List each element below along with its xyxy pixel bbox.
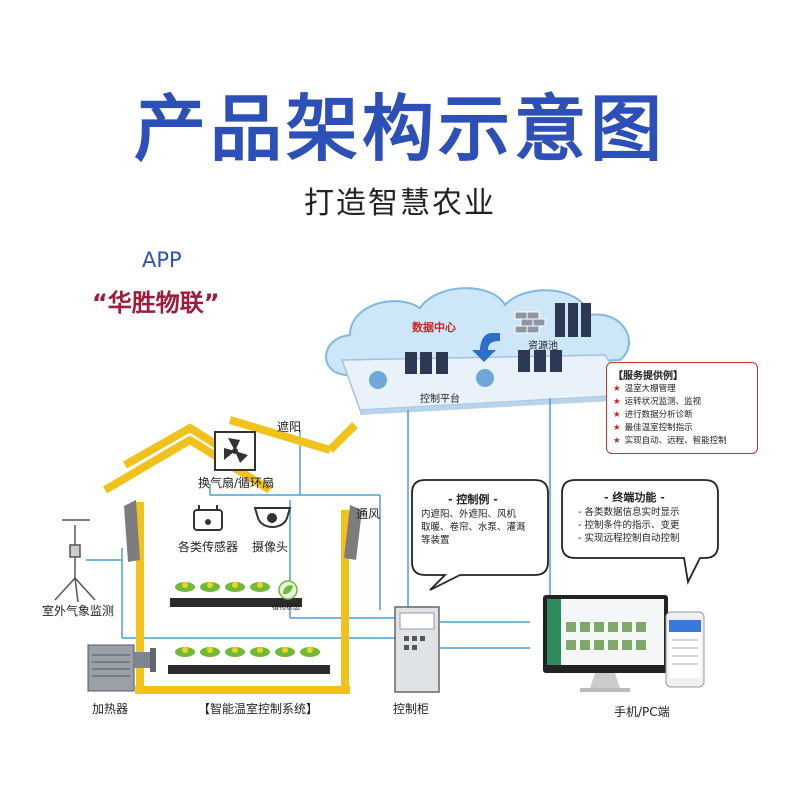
ventilation-label: 通风 (356, 507, 381, 521)
service-item: ★最佳温室控制指示 (613, 423, 693, 433)
control-bubble-title: - 控制例 - (448, 493, 498, 506)
app-name: “华胜物联” (92, 289, 220, 317)
resource-pool-icon (514, 311, 546, 334)
fan-label: 换气扇/循环扇 (198, 476, 275, 490)
star-icon: ★ (613, 397, 621, 407)
control-bubble-line: 等装置 (421, 535, 450, 546)
control-bubble-line: 取暖、卷帘、水泵、灌溉 (421, 522, 526, 533)
weather-label: 室外气象监测 (42, 604, 115, 618)
service-item: ★进行数据分析诊断 (613, 410, 693, 420)
service-item: ★温室大棚管理 (613, 384, 676, 394)
app-label: APP (142, 248, 182, 272)
plant-status-label: 植物状态 (272, 603, 300, 611)
star-icon: ★ (613, 436, 621, 446)
plant-tray-top (170, 582, 302, 607)
terminal-bubble-line: - 实现远程控制自动控制 (578, 533, 680, 544)
pc-monitor-icon (543, 595, 668, 692)
star-icon: ★ (613, 410, 621, 420)
server-icon (405, 303, 591, 374)
router-icon (369, 369, 494, 389)
services-box: 【服务提供例】 ★温室大棚管理 ★运转状况监测、监视 ★进行数据分析诊断 ★最佳… (606, 362, 758, 454)
system-label: 【智能温室控制系统】 (198, 702, 319, 716)
star-icon: ★ (613, 384, 621, 394)
terminal-bubble-title: - 终端功能 - (604, 491, 665, 504)
cabinet-label: 控制柜 (393, 702, 430, 716)
terminal-label: 手机/PC端 (614, 705, 670, 719)
data-center-label: 数据中心 (412, 321, 456, 334)
leaf-status-icon (278, 580, 298, 600)
fan-icon (214, 431, 256, 471)
shading-label: 遮阳 (277, 420, 302, 434)
services-title: 【服务提供例】 (613, 371, 683, 382)
arrow-down-icon (472, 333, 500, 362)
heater-label: 加热器 (92, 702, 129, 716)
page-title: 产品架构示意图 (133, 87, 666, 171)
camera-icon (253, 507, 292, 528)
terminal-bubble-line: - 控制条件的指示、变更 (578, 520, 680, 531)
control-cabinet-icon (394, 606, 440, 693)
terminal-bubble-line: - 各类数据信息实时显示 (578, 507, 680, 518)
control-bubble-line: 内遮阳、外遮阳、风机 (421, 509, 517, 520)
control-bubble-shape (411, 479, 549, 591)
service-item: ★运转状况监测、监视 (613, 397, 702, 407)
plant-tray-bottom (168, 647, 330, 674)
terminal-bubble-shape (561, 479, 719, 585)
page-subtitle: 打造智慧农业 (304, 186, 496, 221)
weather-station-icon (54, 519, 96, 603)
sensor-icon (193, 505, 223, 531)
sensors-label: 各类传感器 (178, 540, 239, 554)
camera-label: 摄像头 (252, 540, 289, 554)
resource-pool-label: 资源池 (528, 341, 558, 352)
phone-icon (665, 611, 705, 688)
service-item: ★实现自动、远程、智能控制 (613, 436, 727, 446)
heater-icon (87, 644, 156, 692)
control-platform-label: 控制平台 (420, 394, 460, 405)
star-icon: ★ (613, 423, 621, 433)
